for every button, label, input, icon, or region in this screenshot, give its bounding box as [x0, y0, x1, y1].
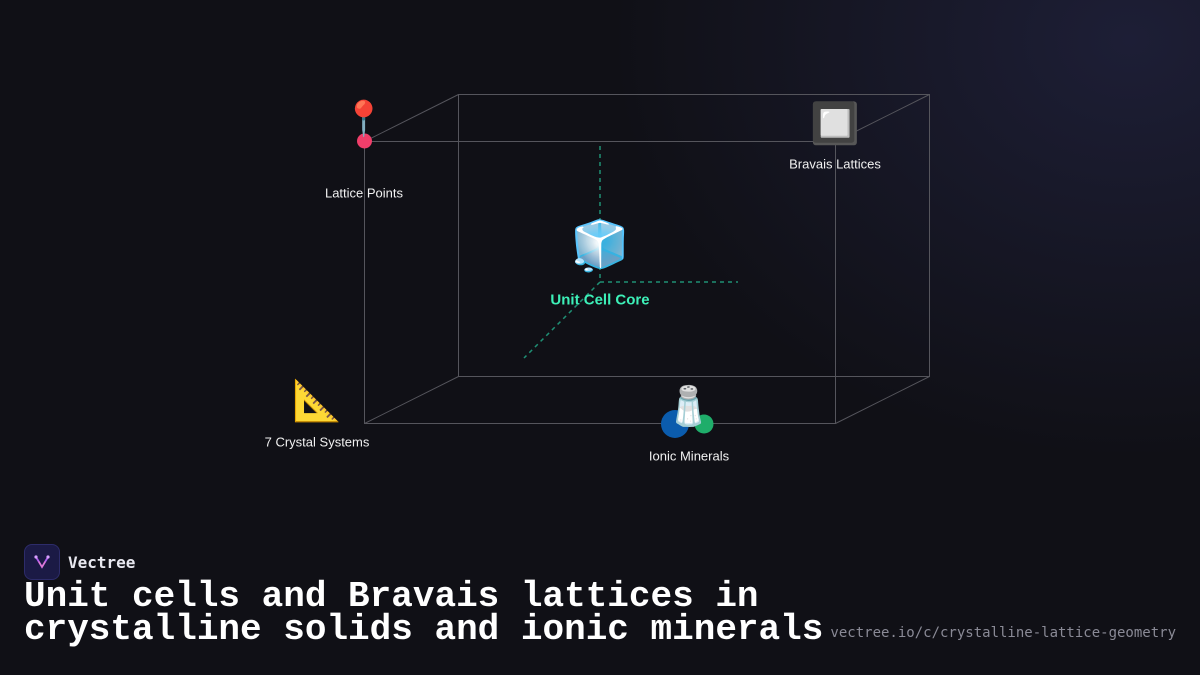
brand: Vectree — [24, 544, 135, 580]
crystal-systems-label: 7 Crystal Systems — [264, 434, 370, 450]
cube-edge-bottom-left — [364, 376, 459, 424]
ice-cube-icon: 🧊 — [570, 218, 630, 274]
unit-cell-core-label: Unit Cell Core — [550, 291, 650, 309]
lattice-points-label: Lattice Points — [324, 185, 404, 201]
unit-cell-core-node: Unit Cell Core — [550, 292, 649, 309]
vectree-logo-icon — [24, 544, 60, 580]
salt-shaker-icon: 🧂 — [665, 384, 713, 428]
cube-back-face — [458, 94, 930, 377]
bravais-lattices-node: Bravais Lattices — [789, 157, 881, 172]
lattice-points-icon-wrap: 📍 — [343, 102, 385, 136]
ion-small — [694, 414, 714, 434]
cube-edge-bottom-right — [835, 376, 930, 424]
core-icon-wrap: 🧊 — [570, 222, 630, 270]
source-url[interactable]: vectree.io/c/crystalline-lattice-geometr… — [830, 625, 1176, 641]
ionic-minerals-label: Ionic Minerals — [648, 448, 730, 464]
ionic-minerals-node: Ionic Minerals — [649, 449, 729, 464]
lattice-point-dot — [357, 133, 372, 149]
brand-name: Vectree — [68, 552, 136, 572]
tree-icon — [34, 555, 50, 569]
cube-edge-top-left — [364, 94, 459, 142]
lattice-points-node: Lattice Points — [325, 186, 403, 201]
title-line-2: crystalline solids and ionic minerals — [24, 609, 824, 650]
round-pushpin-icon: 📍 — [342, 99, 386, 139]
crystal-systems-node: 7 Crystal Systems — [265, 435, 370, 450]
title-line-1: Unit cells and Bravais lattices in — [24, 576, 759, 617]
triangular-ruler-icon: 📐 — [292, 378, 342, 424]
ion-large — [661, 410, 689, 438]
crystal-systems-icon-wrap: 📐 — [292, 381, 342, 421]
cube-front-face — [364, 141, 836, 424]
cube-edge-top-right — [835, 94, 930, 142]
axis-depth — [523, 281, 601, 359]
ionic-icon-wrap: 🧂 — [665, 387, 712, 425]
bravais-icon-wrap: 🔲 — [810, 104, 860, 144]
bravais-lattices-label: Bravais Lattices — [789, 156, 881, 172]
page-title: Unit cells and Bravais lattices in cryst… — [24, 579, 844, 648]
white-square-icon: 🔲 — [810, 101, 860, 147]
